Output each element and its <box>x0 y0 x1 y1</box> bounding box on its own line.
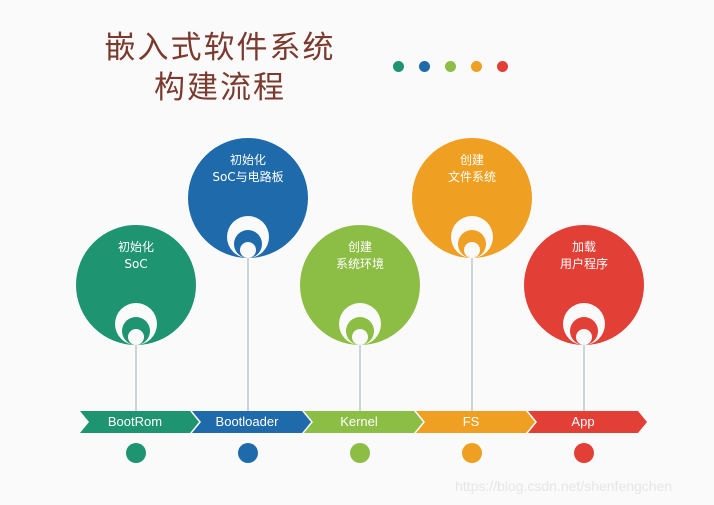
timeline-dot-bootrom <box>126 443 146 463</box>
chevron-app <box>528 411 647 433</box>
diagram-title: 嵌入式软件系统 构建流程 <box>80 28 360 108</box>
chevron-label-bootloader: Bootloader <box>215 414 279 429</box>
chevron-label-bootrom: BootRom <box>107 414 163 429</box>
ring-inner <box>128 329 144 345</box>
stage-label-line-2: 用户程序 <box>559 257 608 271</box>
palette-dot-orange <box>471 61 482 72</box>
stage-label-bootrom: 初始化 SoC <box>76 239 196 273</box>
stage-label-app: 加载用户程序 <box>524 239 644 273</box>
stage-label-line-2: SoC与电路板 <box>212 170 284 184</box>
chevron-label-app: App <box>571 414 595 429</box>
chevron-label-kernel: Kernel <box>340 414 378 429</box>
stage-label-bootloader: 初始化 SoC与电路板 <box>188 152 308 186</box>
chevron-kernel <box>304 411 423 433</box>
ring-inner <box>240 242 256 258</box>
timeline-dot-fs <box>462 443 482 463</box>
stage-label-kernel: 创建系统环境 <box>300 239 420 273</box>
title-line-2: 构建流程 <box>154 70 286 106</box>
title-line-1: 嵌入式软件系统 <box>104 30 336 66</box>
stage-label-line-2: SoC <box>124 257 148 271</box>
stage-circle-kernel <box>300 225 420 345</box>
stage-circle-bootrom <box>76 225 196 345</box>
timeline-dot-kernel <box>350 443 370 463</box>
palette-dot-green <box>393 61 404 72</box>
stage-circle-bootloader <box>188 138 308 258</box>
palette-dots <box>393 61 508 72</box>
chevron-fs <box>416 411 535 433</box>
timeline-dot-app <box>574 443 594 463</box>
stage-circle-fs <box>412 138 532 258</box>
palette-dot-red <box>497 61 508 72</box>
stage-label-line-2: 系统环境 <box>335 257 384 271</box>
palette-dot-blue <box>419 61 430 72</box>
stage-label-line-1: 创建 <box>459 153 484 167</box>
watermark: https://blog.csdn.net/shenfengchen <box>455 478 673 494</box>
ring-inner <box>576 329 592 345</box>
ring-inner <box>352 329 368 345</box>
chevron-label-fs: FS <box>462 414 480 429</box>
ring-inner <box>464 242 480 258</box>
stage-label-line-1: 创建 <box>347 240 372 254</box>
stage-label-fs: 创建文件系统 <box>412 152 532 186</box>
timeline-dot-bootloader <box>238 443 258 463</box>
stage-circle-app <box>524 225 644 345</box>
stage-label-line-1: 初始化 <box>117 240 154 254</box>
stage-label-line-1: 初始化 <box>229 153 266 167</box>
chevron-bootloader <box>192 411 311 433</box>
stage-label-line-1: 加载 <box>571 240 596 254</box>
chevron-bootrom <box>80 411 199 433</box>
stage-label-line-2: 文件系统 <box>447 170 496 184</box>
palette-dot-lightgreen <box>445 61 456 72</box>
